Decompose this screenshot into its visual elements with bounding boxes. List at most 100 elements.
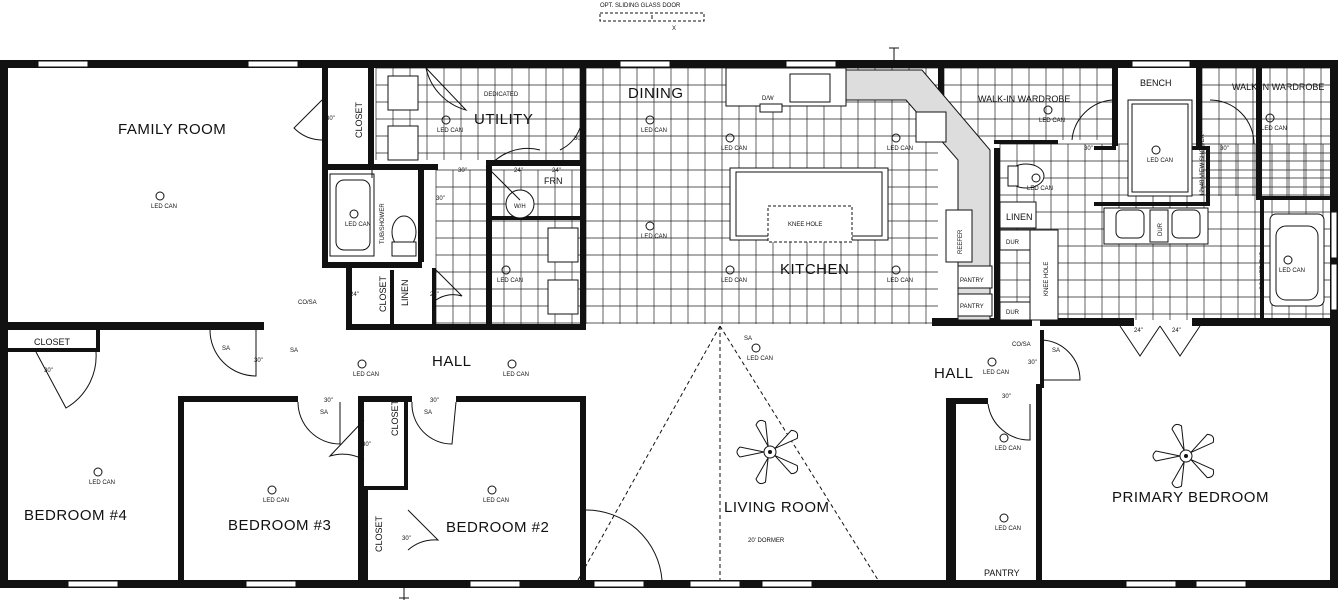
led-can-lights: LED CAN LED CAN LED CAN LED CAN LED CAN LED C… <box>89 105 1305 532</box>
room-family: FAMILY ROOM <box>118 121 226 138</box>
led-can-icon <box>441 115 451 125</box>
fan-blade <box>1171 423 1185 451</box>
led-can-icon <box>1265 113 1275 123</box>
led-can-label: LED CAN <box>263 498 289 504</box>
kitchen-counters <box>725 67 993 321</box>
dim-30: 30" <box>402 536 411 542</box>
room-kitchen: KITCHEN <box>780 261 849 278</box>
led-can-icon <box>725 133 735 143</box>
view-shower-label: 12x48 VIEW SHOWER <box>1200 133 1206 196</box>
led-can-icon <box>891 265 901 275</box>
dur-label-3: DUR <box>1158 222 1164 236</box>
smoke-alarm-label: SA <box>1052 348 1060 354</box>
room-hall-left: HALL <box>432 353 472 370</box>
fan-blade <box>755 457 769 485</box>
closet-label-family: CLOSET <box>354 101 364 138</box>
linen-label-hall: LINEN <box>400 279 410 306</box>
dim-30: 30" <box>456 326 465 332</box>
windows <box>37 60 1338 588</box>
led-can-icon <box>487 485 497 495</box>
smoke-alarm-label: SA <box>320 410 328 416</box>
led-can-label: LED CAN <box>641 234 667 240</box>
led-can-icon <box>645 221 655 231</box>
fan-blade <box>736 446 765 458</box>
dur-label-1: DUR <box>1006 240 1020 246</box>
dim-30: 30" <box>430 398 439 404</box>
room-hall-right: HALL <box>934 365 974 382</box>
led-can-label: LED CAN <box>503 372 529 378</box>
bath-fixtures <box>329 75 1325 321</box>
room-utility: UTILITY <box>474 111 533 128</box>
bench-label: BENCH <box>1140 78 1172 88</box>
led-can-label: LED CAN <box>641 128 667 134</box>
co-sa-label: CO/SA <box>298 300 317 306</box>
room-bedroom-3: BEDROOM #3 <box>228 517 331 534</box>
fan-blade <box>755 419 769 447</box>
dormer-note: 20' DORMER <box>748 538 785 544</box>
reefer-label: REEFER <box>958 229 964 254</box>
closet-label-hall: CLOSET <box>378 275 388 312</box>
led-can-label: LED CAN <box>1027 186 1053 192</box>
dim-30: 30" <box>1028 360 1037 366</box>
led-can-label: LED CAN <box>747 356 773 362</box>
wh-label: W/H <box>514 204 526 210</box>
pantry-label-hall: PANTRY <box>984 568 1020 578</box>
led-can-icon <box>645 115 655 125</box>
led-can-label: LED CAN <box>887 146 913 152</box>
led-can-label: LED CAN <box>983 370 1009 376</box>
dim-24: 24" <box>514 168 523 174</box>
room-bedroom-4: BEDROOM #4 <box>24 507 127 524</box>
dim-30: 30" <box>458 168 467 174</box>
fan-blade <box>1190 433 1215 453</box>
dur-label-2: DUR <box>1006 310 1020 316</box>
closet-label-bed4: CLOSET <box>34 337 71 347</box>
doors <box>35 67 1255 581</box>
fan-blade <box>1152 450 1181 462</box>
led-can-label: LED CAN <box>353 372 379 378</box>
dim-30: 30" <box>1084 146 1093 152</box>
dim-24: 24" <box>430 292 439 298</box>
smoke-alarm-label: SA <box>744 336 752 342</box>
dim-30: 30" <box>1002 394 1011 400</box>
smoke-alarm-label: SA <box>424 410 432 416</box>
led-can-label: LED CAN <box>151 204 177 210</box>
led-can-icon <box>357 359 367 369</box>
interior-walls <box>8 68 1330 580</box>
fan-blade <box>1171 461 1185 489</box>
room-walkin-wardrobe-1: WALK-IN WARDROBE <box>978 94 1070 104</box>
dim-30: 30" <box>44 368 53 374</box>
led-can-icon <box>93 467 103 477</box>
led-can-label: LED CAN <box>887 278 913 284</box>
room-living: LIVING ROOM <box>724 499 830 516</box>
dim-24: 24" <box>1134 328 1143 334</box>
led-can-label: LED CAN <box>345 222 371 228</box>
led-can-icon <box>267 485 277 495</box>
knee-hole-label-bath: KNEE HOLE <box>1044 262 1050 296</box>
room-bedroom-2: BEDROOM #2 <box>446 519 549 536</box>
led-can-icon <box>751 343 761 353</box>
led-can-icon <box>987 357 997 367</box>
led-can-icon <box>507 359 517 369</box>
dim-30: 30" <box>254 358 263 364</box>
dim-24: 24" <box>552 168 561 174</box>
pantry-label-1: PANTRY <box>960 278 984 284</box>
led-can-label: LED CAN <box>1039 118 1065 124</box>
led-can-label: LED CAN <box>1147 158 1173 164</box>
led-can-icon <box>1151 145 1161 155</box>
tub-shower-label: TUB/SHOWER <box>380 203 386 244</box>
led-can-icon <box>1043 105 1053 115</box>
led-can-icon <box>349 209 359 219</box>
led-can-label: LED CAN <box>497 278 523 284</box>
smoke-alarm-label: SA <box>222 346 230 352</box>
dormer-lines <box>577 325 879 581</box>
led-can-icon <box>1283 255 1293 265</box>
dim-30: 30" <box>1220 146 1229 152</box>
led-can-icon <box>155 191 165 201</box>
co-sa-label: CO/SA <box>1012 342 1031 348</box>
room-primary-bedroom: PRIMARY BEDROOM <box>1112 489 1269 506</box>
fan-blade <box>1190 459 1215 479</box>
dim-30: 30" <box>362 442 371 448</box>
led-can-label: LED CAN <box>721 146 747 152</box>
led-can-label: LED CAN <box>995 526 1021 532</box>
